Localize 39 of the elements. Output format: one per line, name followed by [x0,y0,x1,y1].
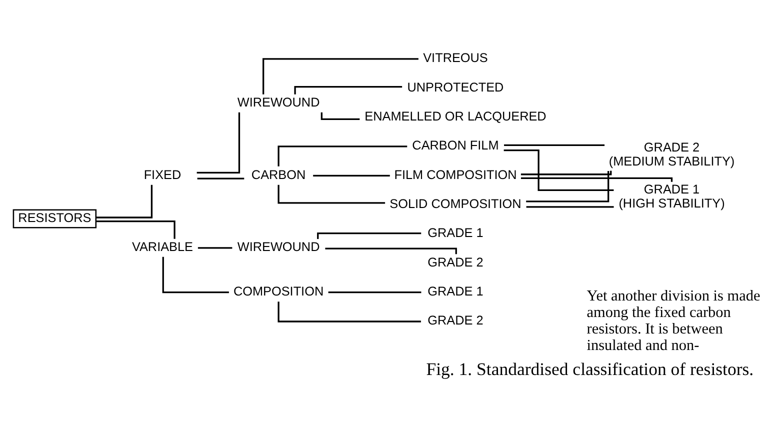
node-text: GRADE 1 [428,284,484,299]
connector [328,292,422,294]
connector [278,302,421,322]
node-text: UNPROTECTED [407,80,504,94]
node-text: GRADE 2 [428,314,484,328]
node-text: GRADE 1 [428,226,484,240]
node-text: GRADE 2 (MEDIUM STABILITY) [608,140,735,168]
connector [520,170,612,176]
connector [96,184,153,218]
connector [262,58,418,94]
caption: Fig. 1. Standardised classification of resistors. [426,359,754,380]
connector [504,149,614,192]
node-text: VARIABLE [132,240,194,254]
connector [96,220,176,239]
node-text: FIXED [144,168,182,182]
connector [317,232,422,239]
node-text: SOLID COMPOSITION [390,196,522,211]
connector [526,170,610,202]
node-text: FILM COMPOSITION [394,168,517,182]
connector [198,247,232,249]
node-box: RESISTORS [12,209,97,228]
connector [278,184,386,204]
node-text: CARBON [251,168,306,182]
connector [197,178,244,180]
connector [196,112,240,174]
node-text: CARBON FILM [412,138,499,153]
node-text: GRADE 2 [428,255,484,270]
connector [278,146,408,166]
node-text: WIREWOUND [237,240,320,254]
connector [504,144,605,146]
label: Yet another division is made among the fixed carbon resistors. It is between insulated and non- [586,288,760,354]
connector [526,206,614,208]
node-text: WIREWOUND [237,96,320,110]
node-text: VITREOUS [423,51,488,66]
node-text: COMPOSITION [233,284,324,299]
node-text: GRADE 1 (HIGH STABILITY) [618,182,725,210]
connector [313,174,390,176]
connector [162,256,229,294]
node-text: ENAMELLED OR LACQUERED [364,109,546,124]
